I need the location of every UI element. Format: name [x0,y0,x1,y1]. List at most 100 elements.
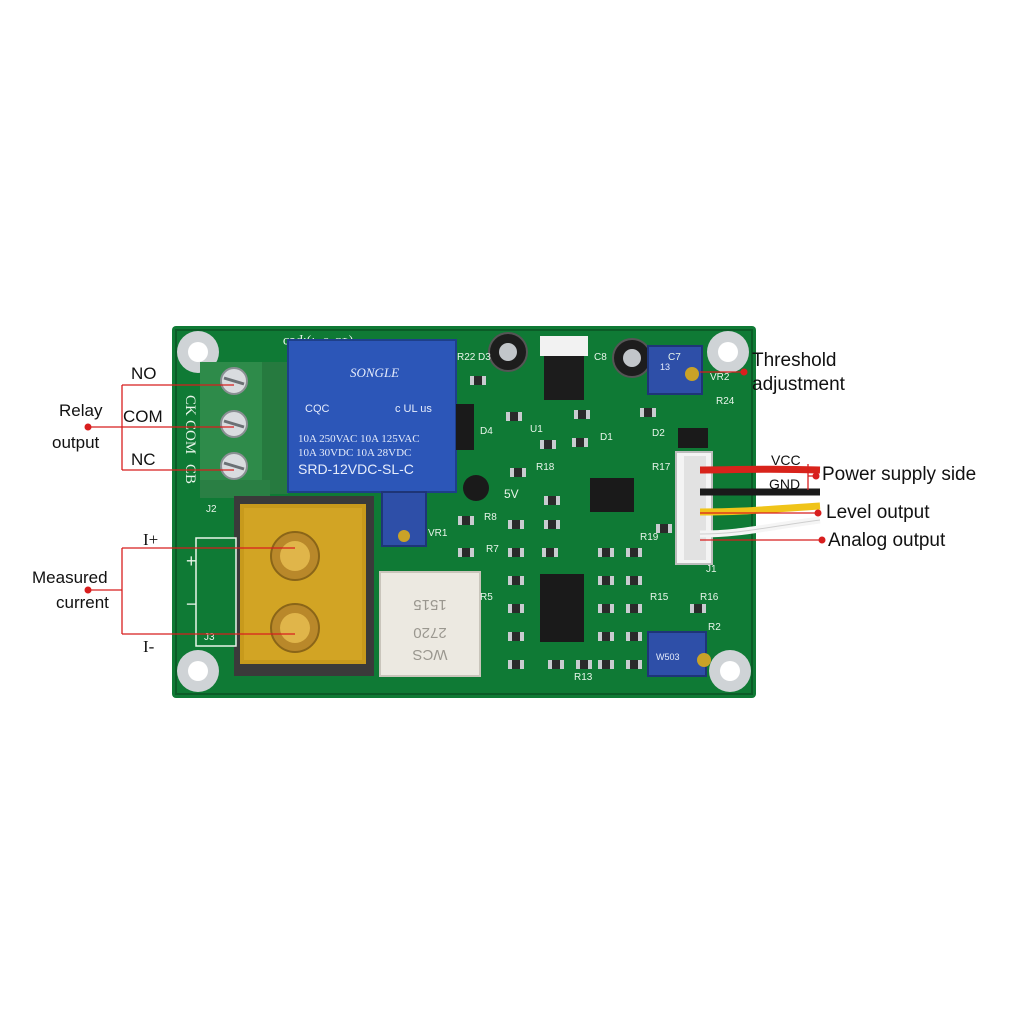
ic-soic-14 [540,574,584,642]
label-relay-output-2: output [52,433,100,452]
callout-dot-relay [84,423,92,431]
designator: D1 [600,432,613,443]
designator: J1 [706,564,717,575]
diode-d4 [456,404,474,450]
smd-part [508,520,524,529]
relay-model: SRD-12VDC-SL-C [298,461,414,477]
smd-part [544,496,560,505]
designator: C8 [594,352,607,363]
smd-part [508,548,524,557]
label-vcc: VCC [771,452,801,468]
current-terminal-block [195,496,374,676]
designator: R13 [574,672,593,683]
relay: SONGLE CQC c UL us 10A 250VAC 10A 125VAC… [287,339,457,493]
smd-part [574,410,590,419]
relay-terminal-block [200,362,288,498]
designator: D4 [480,426,493,437]
designators: R22 D3 U1 D4 R18 5V J2 VR1 R24 R17 R19 J… [204,352,735,683]
wire-bundle [699,465,821,538]
wire-vcc [699,465,821,474]
designator: R19 [640,532,659,543]
designator: R24 [716,396,735,407]
relay-cert-left: CQC [305,403,330,415]
smd-part [510,468,526,477]
label-measured-current-2: current [56,593,109,612]
smd-part [542,548,558,557]
smd-part [508,660,524,669]
designator: VR1 [428,528,448,539]
silk-plus: + [186,551,197,571]
smd-part [626,632,642,641]
designator: R7 [486,544,499,555]
label-i-minus: I- [143,637,155,656]
current-terminal-screw-minus [270,603,320,653]
smd-part [458,548,474,557]
sensor-chip-line3: 1515 [413,596,446,613]
electrolytic-capacitor [488,332,528,372]
label-gnd: GND [769,476,801,492]
smd-part [576,660,592,669]
smd-part [506,412,522,421]
smd-part [544,520,560,529]
label-i-plus: I+ [143,530,159,549]
current-sensor-chip: WCS 2720 1515 [379,571,481,677]
label-threshold-2: adjustment [752,374,845,395]
silk-minus: − [186,594,197,614]
mounting-hole [177,650,219,692]
smd-part [640,408,656,417]
smd-part [458,516,474,525]
callout-dot-power [812,472,820,480]
label-power-supply-side: Power supply side [822,464,977,485]
callout-dot-threshold [740,368,748,376]
smd-components [458,376,706,669]
ic-soic-8 [590,478,634,512]
sensor-chip-line1: WCS [413,646,448,663]
callout-lines [88,371,822,635]
pot-mark: W503 [656,652,680,662]
smd-part [626,576,642,585]
designator: D2 [652,428,665,439]
threshold-trim-pot: 13 [647,345,703,395]
mounting-hole [709,650,751,692]
smd-part [572,438,588,447]
designator: R22 [457,352,476,363]
smd-part [598,548,614,557]
designator: R17 [652,462,671,473]
smd-part [540,440,556,449]
designator: R2 [708,622,721,633]
smd-part [690,604,706,613]
label-analog-output: Analog output [828,530,946,551]
relay-brand: SONGLE [350,365,399,380]
relay-terminal-screw-com [220,410,248,438]
designator: 5V [504,487,519,501]
smd-part [626,548,642,557]
designator: R5 [480,592,493,603]
label-com: COM [123,407,163,426]
label-measured-current-1: Measured [32,568,108,587]
smd-part [598,660,614,669]
label-threshold-1: Threshold [752,350,837,371]
sensor-chip-line2: 2720 [413,624,446,641]
designator: R15 [650,592,669,603]
relay-cert-right: c UL us [395,403,432,415]
wire-level [699,502,821,516]
silk-cb: CB [182,464,198,484]
designator: U1 [530,424,543,435]
designator: J2 [206,504,217,515]
relay-rating-line1: 10A 250VAC 10A 125VAC [298,433,420,445]
vr1-trim-pot [381,491,427,547]
callout-dot-current [84,586,92,594]
smd-part [508,604,524,613]
smd-part [656,524,672,533]
smd-part [548,660,564,669]
label-level-output: Level output [826,502,930,523]
smd-part [598,576,614,585]
jst-connector [675,451,713,565]
transistor [463,475,489,501]
pot-mark: 13 [660,362,670,372]
secondary-trim-pot: W503 [647,631,711,677]
smd-part [470,376,486,385]
silk-com: COM [182,420,198,454]
callout-dots [84,368,826,594]
